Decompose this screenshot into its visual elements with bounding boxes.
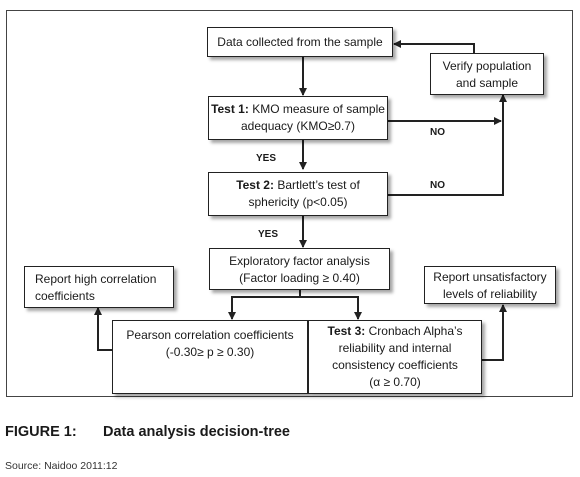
figure-number: FIGURE 1: xyxy=(5,424,77,440)
node-text: Report unsatisfactory xyxy=(433,270,547,284)
node-text: (α ≥ 0.70) xyxy=(369,375,421,389)
node-text: consistency coefficients xyxy=(332,358,458,372)
node-text: sphericity (p<0.05) xyxy=(248,195,348,209)
node-text: Bartlett’s test of xyxy=(273,178,360,192)
source-note: Source: Naidoo 2011:12 xyxy=(5,460,118,472)
arrow-test3-to-report-unsat xyxy=(482,304,507,361)
arrow-efa-to-test3 xyxy=(300,296,362,320)
node-text: Exploratory factor analysis xyxy=(229,254,370,268)
node-verify-population: Verify population and sample xyxy=(430,53,544,95)
node-text: KMO measure of sample xyxy=(248,102,385,116)
node-text: coefficients xyxy=(35,289,95,303)
node-data-collected: Data collected from the sample xyxy=(207,27,393,57)
node-text: reliability and internal xyxy=(338,341,452,355)
arrow-efa-to-pearson xyxy=(228,296,300,320)
figure-caption: FIGURE 1: Data analysis decision-tree xyxy=(5,424,290,440)
node-text: (-0.30≥ p ≥ 0.30) xyxy=(165,345,255,359)
node-text: and sample xyxy=(455,76,519,90)
node-pearson-correlation: Pearson correlation coefficients (-0.30≥… xyxy=(112,320,308,394)
node-text: Cronbach Alpha’s xyxy=(365,324,463,338)
edge-label-yes: YES xyxy=(258,229,279,240)
node-prefix: Test 3: xyxy=(327,324,366,338)
edge-label-yes: YES xyxy=(256,153,277,164)
arrow-verify-to-data xyxy=(393,40,475,54)
node-test3-cronbach: Test 3: Cronbach Alpha’s reliability and… xyxy=(308,320,482,394)
node-prefix: Test 2: xyxy=(236,178,274,192)
node-text: Verify population xyxy=(442,59,532,73)
figure-title: Data analysis decision-tree xyxy=(103,424,290,440)
arrow-pearson-to-report-high xyxy=(94,307,112,351)
node-text: Data collected from the sample xyxy=(217,35,383,49)
arrow-test2-no xyxy=(388,94,507,196)
node-test1-kmo: Test 1: KMO measure of sample adequacy (… xyxy=(208,96,388,140)
node-text: Report high correlation xyxy=(35,272,157,286)
node-prefix: Test 1: xyxy=(211,102,249,116)
node-report-unsatisfactory: Report unsatisfactory levels of reliabil… xyxy=(424,266,556,304)
node-report-high-correlation: Report high correlation coefficients xyxy=(24,266,174,308)
node-text: (Factor loading ≥ 0.40) xyxy=(239,271,360,285)
node-text: adequacy (KMO≥0.7) xyxy=(241,119,355,133)
edge-label-no: NO xyxy=(430,127,445,138)
diagram-frame xyxy=(6,10,573,397)
node-exploratory-factor-analysis: Exploratory factor analysis (Factor load… xyxy=(209,248,390,290)
edge-label-no: NO xyxy=(430,180,445,191)
node-text: levels of reliability xyxy=(442,287,538,301)
connector-efa-split xyxy=(232,290,301,298)
node-text: Pearson correlation coefficients xyxy=(126,328,294,342)
node-test2-bartlett: Test 2: Bartlett’s test of sphericity (p… xyxy=(208,172,388,216)
